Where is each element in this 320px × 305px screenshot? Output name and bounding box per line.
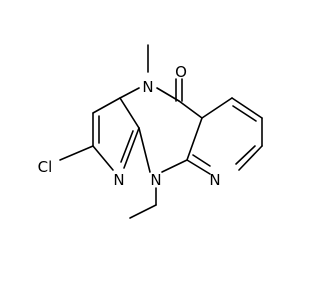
bond [161, 159, 188, 173]
n-left-pyridine-label: N [113, 171, 124, 189]
bond [232, 105, 257, 122]
n-right-pyridine-label: N [209, 171, 220, 189]
right-pyridine-ring [186, 97, 263, 175]
bond-ethyl [129, 204, 157, 219]
bond [119, 87, 140, 99]
oxygen-label: O [175, 63, 187, 81]
bond [92, 97, 121, 114]
bond [235, 145, 256, 165]
n-methyl-label: N [142, 78, 153, 96]
bond [201, 97, 233, 119]
bond [92, 145, 114, 171]
bond [192, 154, 211, 167]
bond-c-cl [59, 145, 94, 161]
molecule-diagram: O N N N N Cl [38, 44, 263, 219]
bond [120, 130, 134, 163]
bond [186, 159, 211, 175]
bond [186, 117, 203, 161]
diazepine-ring [119, 87, 203, 173]
bond [123, 127, 140, 169]
bond [119, 97, 140, 129]
structure-svg: O N N N N Cl [38, 44, 263, 219]
chlorine-label: Cl [38, 158, 53, 176]
bond [178, 100, 203, 119]
n-ethyl-label: N [150, 171, 161, 189]
left-pyridine-ring [92, 97, 140, 171]
bond [238, 145, 263, 171]
bond [138, 127, 151, 173]
bond [231, 97, 263, 119]
